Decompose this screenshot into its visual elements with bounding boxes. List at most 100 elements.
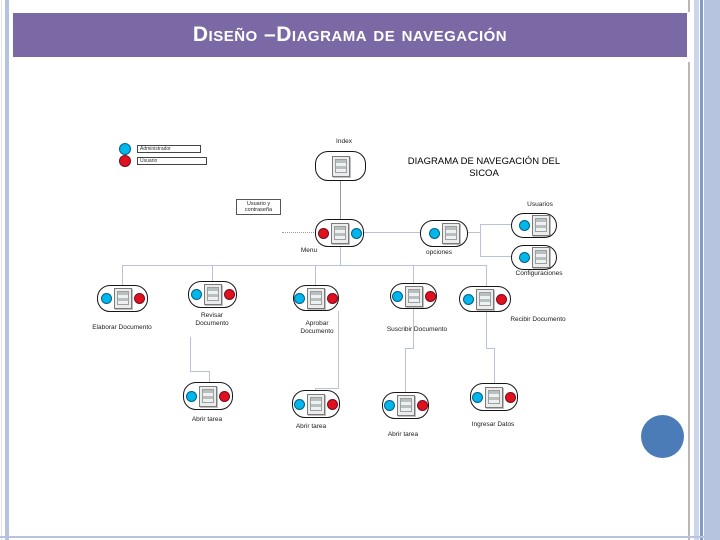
page-icon-lines xyxy=(206,287,219,301)
node-label-menu: Menu xyxy=(300,247,318,254)
diagram-heading: DIAGRAMA DE NAVEGACIÓN DEL SICOA xyxy=(407,156,561,179)
connector-line xyxy=(480,256,511,257)
page-icon xyxy=(199,385,217,407)
node-label-revisar-documento: Revisar Documento xyxy=(195,312,229,328)
user-dot xyxy=(223,289,235,300)
page-icon-lines xyxy=(333,225,346,240)
node-label-configuraciones: Configuraciones xyxy=(515,270,563,277)
node-label-abrir-tarea-3: Abrir tarea xyxy=(387,431,419,438)
diagram-node-revisar-documento xyxy=(188,281,237,308)
connector-line xyxy=(340,181,341,219)
admin-dot xyxy=(383,400,395,411)
node-label-elaborar-documento: Elaborar Documento xyxy=(92,324,152,331)
connector-line xyxy=(486,265,487,286)
slide-title-bar: Diseño –Diagrama de navegación xyxy=(13,13,687,57)
right-accent-bar-wide xyxy=(704,0,720,540)
node-label-aprobar-documento: Aprobar Documento xyxy=(300,320,334,336)
page-icon xyxy=(476,288,494,310)
page-icon-lines xyxy=(334,158,347,173)
user-dot xyxy=(219,390,230,402)
connector-line xyxy=(190,337,191,371)
admin-dot xyxy=(428,228,440,239)
page-icon xyxy=(441,223,460,244)
right-grey-line xyxy=(688,62,690,540)
diagram-node-aprobar-documento xyxy=(293,285,339,311)
connector-line xyxy=(413,309,414,348)
connector-line xyxy=(315,388,339,389)
admin-dot xyxy=(294,292,305,304)
bottom-accent-line xyxy=(0,536,720,538)
diagram-node-ingresar-datos xyxy=(470,383,518,411)
connector-line xyxy=(340,246,341,266)
user-dot xyxy=(327,292,338,304)
connector-line xyxy=(494,348,495,383)
page-icon xyxy=(113,288,132,309)
node-label-abrir-tarea-2: Abrir tarea xyxy=(295,423,327,430)
page-icon-lines xyxy=(407,288,420,303)
user-dot xyxy=(119,155,131,167)
page-icon xyxy=(531,247,550,268)
username-password-note: Usuario y contraseña xyxy=(236,199,281,215)
connector-line xyxy=(480,224,511,225)
page-icon xyxy=(307,287,325,309)
right-accent-bar-pale xyxy=(694,0,699,540)
left-accent-bar xyxy=(5,0,9,540)
page-icon-lines xyxy=(444,226,457,240)
page-icon-lines xyxy=(310,290,322,305)
connector-line xyxy=(468,232,481,233)
page-icon xyxy=(404,285,423,307)
page-icon xyxy=(307,393,325,415)
admin-dot xyxy=(190,289,202,300)
connector-line xyxy=(405,348,406,392)
admin-dot xyxy=(463,293,474,305)
connector-line xyxy=(486,312,487,348)
diagram-node-recibir-documento xyxy=(459,286,511,312)
node-label-recibir-documento: Recibir Documento xyxy=(510,316,566,323)
connector-line xyxy=(122,265,123,285)
user-dot xyxy=(317,227,329,239)
legend-item-user: Usuario xyxy=(119,155,207,167)
connector-line xyxy=(338,311,339,388)
legend-item-admin: Administrador xyxy=(119,143,201,155)
user-dot xyxy=(327,398,338,410)
admin-dot xyxy=(350,227,362,239)
admin-dot xyxy=(472,391,483,403)
diagram-node-usuarios xyxy=(511,213,557,238)
diagram-node-abrir-tarea-2 xyxy=(292,390,340,418)
admin-dot xyxy=(294,398,305,410)
page-icon-lines xyxy=(534,250,547,264)
node-label-opciones: opciones xyxy=(425,249,453,256)
page-icon-lines xyxy=(310,396,322,411)
node-label-index: Index xyxy=(336,138,352,145)
legend-label-admin: Administrador xyxy=(137,145,201,153)
diagram-node-abrir-tarea-3 xyxy=(382,392,429,419)
admin-dot xyxy=(119,143,131,155)
admin-dot xyxy=(391,290,403,302)
connector-line xyxy=(209,371,210,382)
node-label-ingresar-datos: Ingresar Datos xyxy=(471,421,515,428)
page-icon-lines xyxy=(202,388,214,403)
left-edge-hairline xyxy=(1,0,2,540)
user-dot xyxy=(496,293,507,305)
slide-title: Diseño –Diagrama de navegación xyxy=(192,23,508,46)
diagram-node-abrir-tarea-1 xyxy=(183,382,233,410)
connector-line xyxy=(282,232,314,233)
decorative-circle xyxy=(641,415,684,458)
user-dot xyxy=(505,391,516,403)
admin-dot xyxy=(518,220,530,231)
connector-line xyxy=(190,371,210,372)
user-dot xyxy=(133,293,145,304)
page-icon xyxy=(396,395,415,416)
user-dot xyxy=(416,400,428,411)
diagram-node-opciones xyxy=(420,220,468,247)
connector-line xyxy=(315,388,316,391)
admin-dot xyxy=(186,390,197,402)
admin-dot xyxy=(100,293,112,304)
diagram-node-elaborar-documento xyxy=(97,285,148,312)
right-accent-line-dark xyxy=(700,0,703,540)
page-icon xyxy=(203,284,222,305)
node-label-usuarios: Usuarios xyxy=(527,201,553,208)
page-icon-lines xyxy=(488,389,500,404)
